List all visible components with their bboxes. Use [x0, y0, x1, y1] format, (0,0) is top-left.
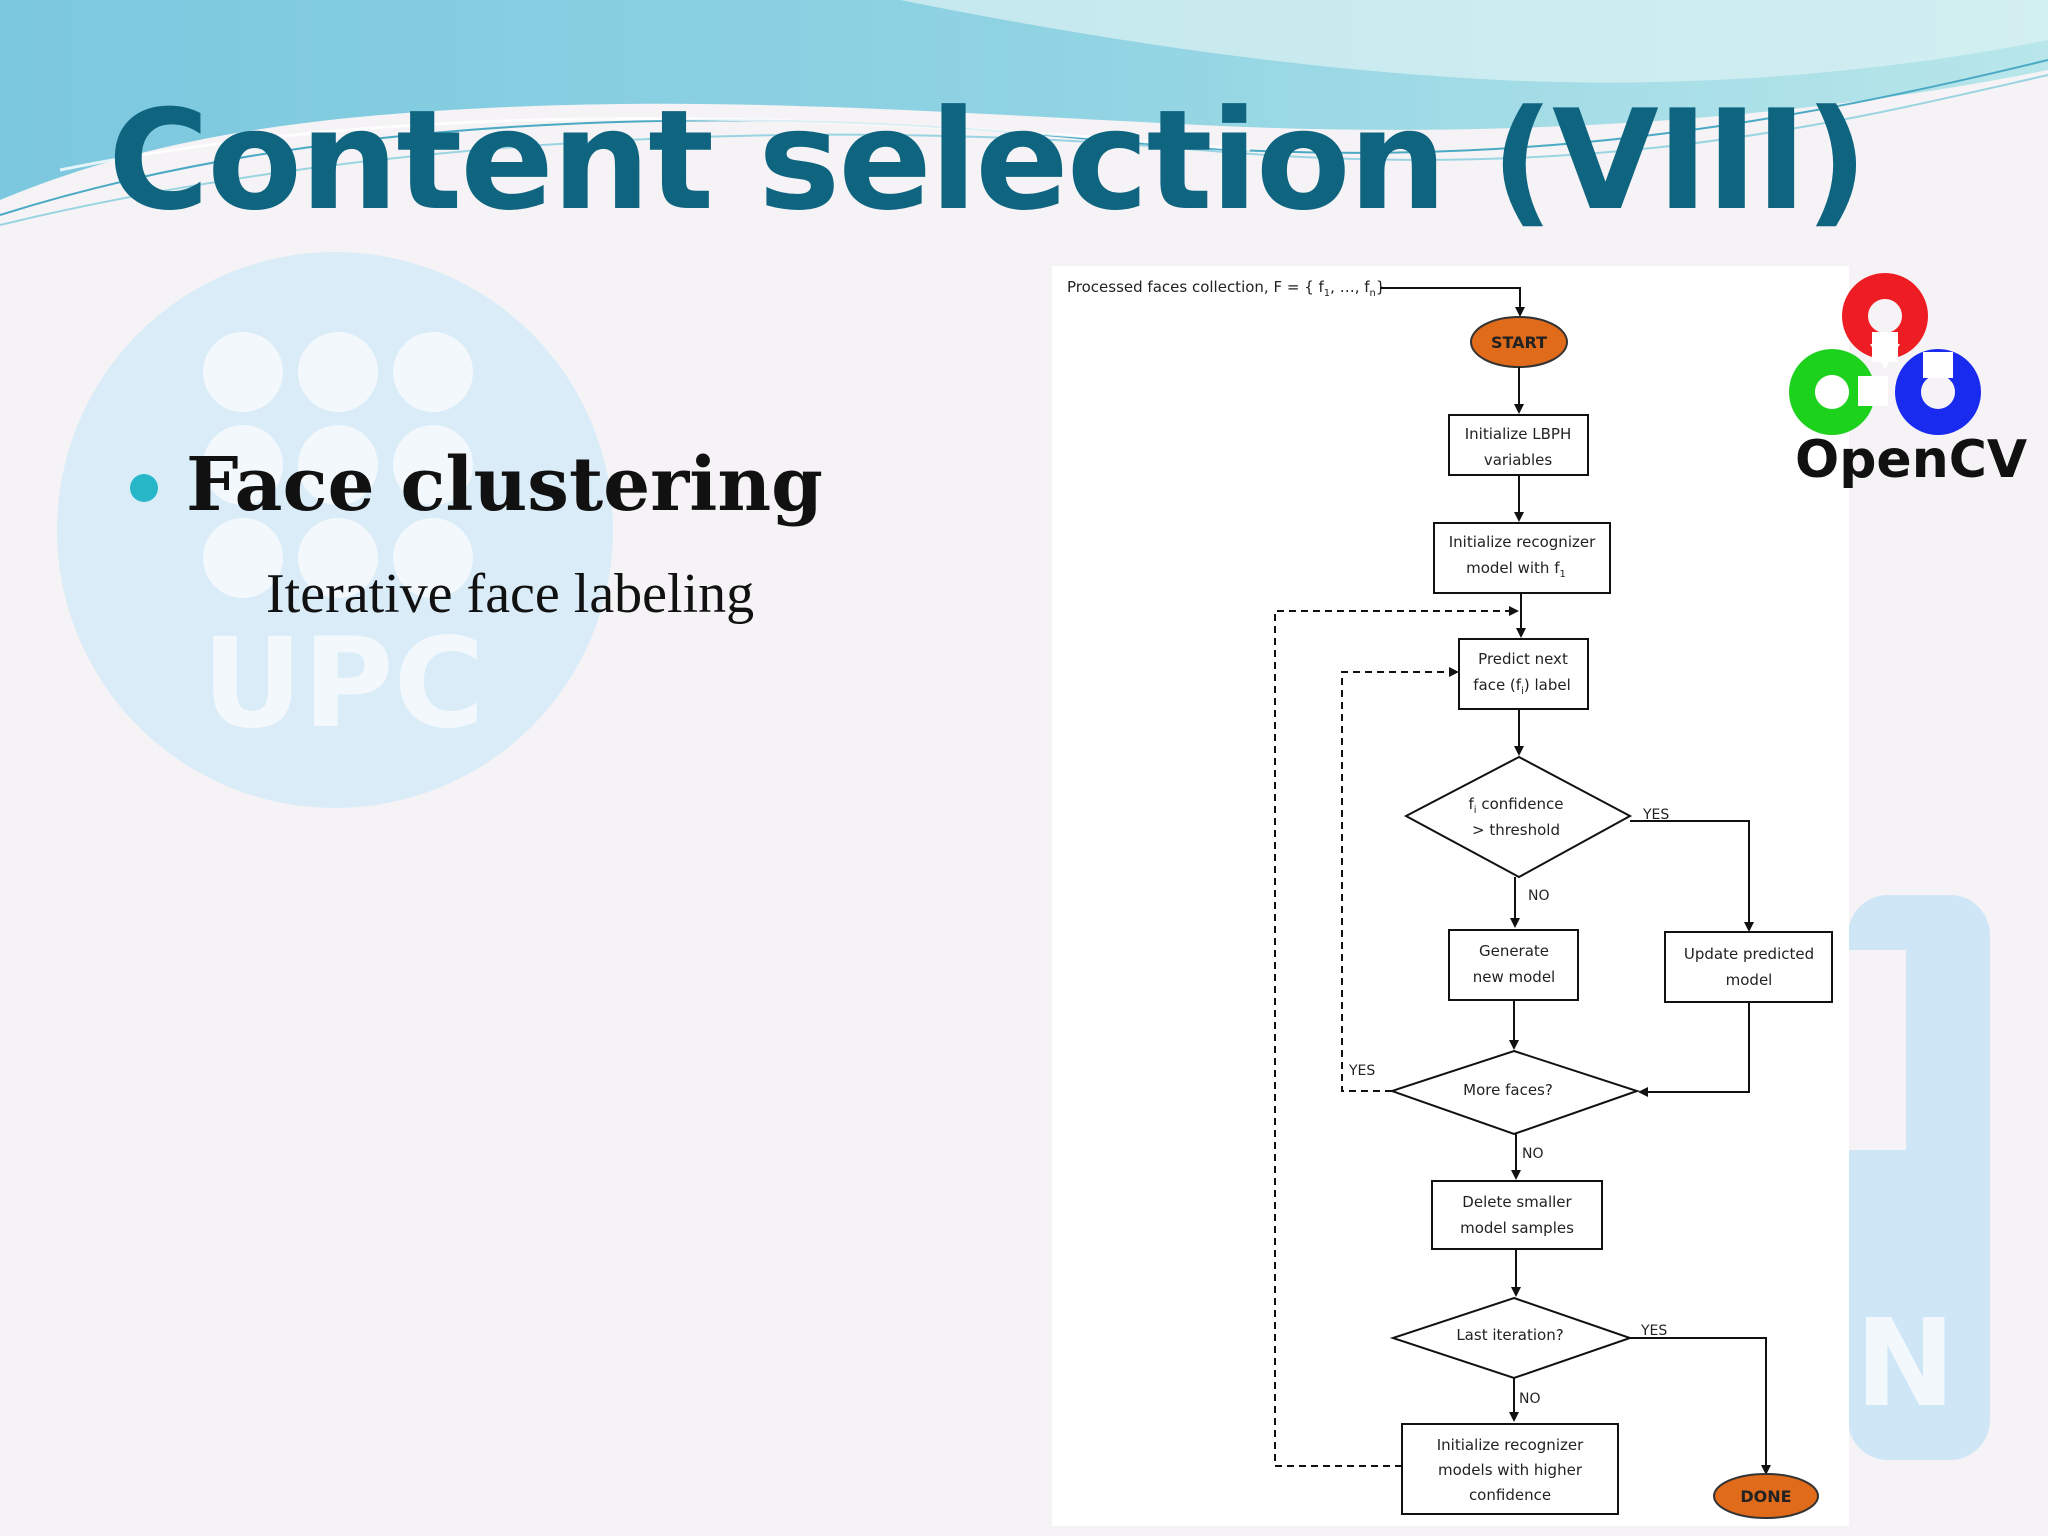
more-faces-label: More faces? [1463, 1081, 1553, 1099]
edge-update-more [1638, 1002, 1750, 1097]
header-wave-light [900, 0, 2048, 83]
svg-text:UPC: UPC [202, 612, 485, 756]
edge-last-yes [1630, 1337, 1771, 1475]
init-higher-label-1: Initialize recognizer [1437, 1436, 1584, 1454]
last-iteration-no-label: NO [1519, 1391, 1541, 1407]
init-recognizer-label-1: Initialize recognizer [1449, 533, 1596, 551]
init-higher-node [1401, 1423, 1619, 1515]
last-iteration-yes-label: YES [1640, 1323, 1667, 1339]
confidence-no-label: NO [1528, 888, 1550, 904]
opencv-label: OpenCV [1795, 430, 2028, 490]
edge-confidence-yes [1630, 820, 1754, 932]
update-label-2: model [1726, 971, 1773, 989]
bullet-face-clustering: Face clustering [186, 442, 823, 528]
delete-label-2: model samples [1460, 1219, 1574, 1237]
sub-bullet-iterative-labeling: Iterative face labeling [266, 563, 755, 625]
generate-node [1448, 929, 1579, 1001]
start-label: START [1491, 333, 1547, 352]
init-recognizer-node [1433, 522, 1611, 594]
init-lbph-node [1448, 414, 1589, 476]
opencv-logo-icon [1789, 273, 1981, 435]
confidence-label-2: > threshold [1472, 821, 1560, 839]
update-label-1: Update predicted [1684, 945, 1814, 963]
generate-label-1: Generate [1479, 942, 1549, 960]
header-line-1 [0, 59, 2048, 216]
more-faces-no-label: NO [1522, 1146, 1544, 1162]
header-line-3 [59, 117, 1251, 172]
done-label: DONE [1740, 1487, 1791, 1506]
edge-higher-loop [1274, 606, 1519, 1467]
edge-more-yes-loop [1341, 667, 1459, 1092]
done-node [1713, 1473, 1819, 1519]
more-faces-decision [1388, 1049, 1641, 1136]
header-line-2 [0, 74, 2048, 226]
upc-watermark: UPC [57, 252, 613, 808]
confidence-label-1: fi confidence [1469, 795, 1564, 816]
init-lbph-label-1: Initialize LBPH [1465, 425, 1572, 443]
confidence-decision [1403, 755, 1633, 879]
init-higher-label-2: models with higher [1438, 1461, 1583, 1479]
init-higher-label-3: confidence [1469, 1486, 1551, 1504]
edge-input-start [1380, 287, 1525, 317]
slide-title: Content selection (VIII) [108, 80, 1868, 241]
init-lbph-label-2: variables [1484, 451, 1553, 469]
generate-label-2: new model [1473, 968, 1555, 986]
update-node [1664, 931, 1833, 1003]
delete-label-1: Delete smaller [1462, 1193, 1572, 1211]
svg-text:N: N [1855, 1295, 1955, 1434]
right-watermark: N [1848, 895, 1990, 1460]
predict-node [1458, 638, 1589, 710]
bullet-dot [130, 474, 158, 502]
init-recognizer-label-2: model with f1 [1466, 559, 1566, 580]
more-faces-yes-label: YES [1348, 1063, 1375, 1079]
predict-label-2: face (fi) label [1473, 676, 1571, 697]
last-iteration-label: Last iteration? [1456, 1326, 1563, 1344]
input-label: Processed faces collection, F = { f1, …,… [1067, 278, 1385, 299]
delete-node [1431, 1180, 1603, 1250]
confidence-yes-label: YES [1642, 807, 1669, 823]
predict-label-1: Predict next [1478, 650, 1568, 668]
